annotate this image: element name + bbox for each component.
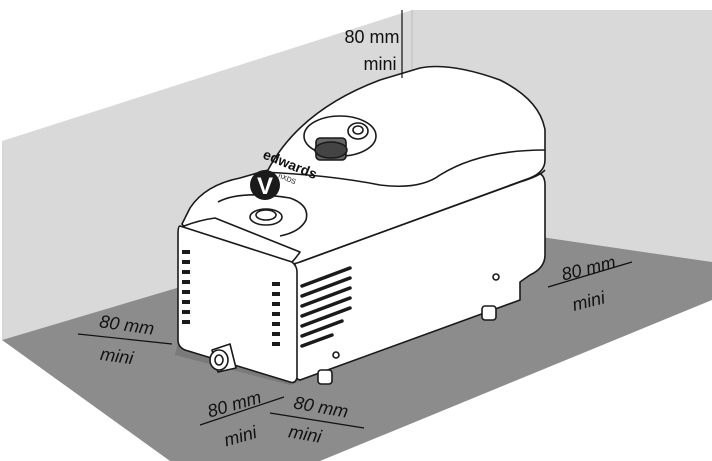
vent-slot xyxy=(182,280,190,284)
vent-slot xyxy=(182,260,190,264)
front-vents xyxy=(182,250,280,346)
pump-side-seam xyxy=(299,169,546,263)
pump xyxy=(177,65,546,385)
side-vent-slot xyxy=(300,286,352,308)
v-badge-letter: V xyxy=(257,173,273,200)
vent-slot xyxy=(272,322,280,326)
side-vent-slot xyxy=(300,296,352,318)
side-vent-slot xyxy=(300,266,352,288)
pump-front-face xyxy=(177,225,298,384)
front-port-bore xyxy=(214,354,224,366)
front-right-dimension-line xyxy=(269,412,365,429)
front-left-dimension-line xyxy=(199,396,285,426)
pump-foot-front xyxy=(317,369,333,385)
v-badge xyxy=(250,170,280,200)
vent-slot xyxy=(272,342,280,346)
vent-slot xyxy=(182,270,190,274)
vent-slot xyxy=(182,310,190,314)
side-vent-slot xyxy=(300,306,352,328)
vent-slot xyxy=(182,290,190,294)
side-vent-slot xyxy=(300,319,344,338)
vent-slot xyxy=(272,332,280,336)
vent-slot xyxy=(272,302,280,306)
top-clearance-value: 80 mm xyxy=(344,27,399,47)
pump-foot-rear xyxy=(481,305,497,321)
screw-side xyxy=(492,273,500,281)
vent-slot xyxy=(182,300,190,304)
vent-slot xyxy=(182,250,190,254)
left-clearance-qualifier: mini xyxy=(99,344,135,369)
screw-lower xyxy=(332,351,340,359)
exhaust-cap xyxy=(314,141,348,159)
pump-front-lip xyxy=(183,217,301,263)
right-dimension-line xyxy=(547,261,633,288)
pump-top-seam xyxy=(261,149,546,188)
left-wall xyxy=(2,10,412,340)
side-vent-slot xyxy=(300,276,352,298)
left-dimension-line xyxy=(77,333,173,345)
inlet-dome xyxy=(217,194,308,237)
exhaust-ring-hole xyxy=(352,125,364,135)
vent-slot xyxy=(272,312,280,316)
top-clearance-qualifier: mini xyxy=(363,54,396,74)
vent-slot xyxy=(182,320,190,324)
side-vents xyxy=(300,266,352,348)
inlet-port-inner xyxy=(255,209,277,221)
side-vent-slot xyxy=(300,333,334,348)
vent-slot xyxy=(272,282,280,286)
vent-slot xyxy=(272,292,280,296)
